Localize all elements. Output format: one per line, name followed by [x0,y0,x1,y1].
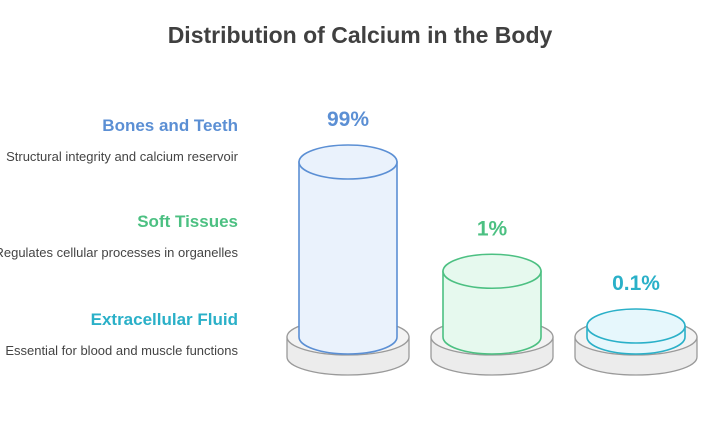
bar-top-soft-tissues [442,253,542,290]
value-label-extracellular: 0.1% [612,272,660,295]
legend-item-soft-tissues: Soft Tissues Regulates cellular processe… [0,212,238,262]
legend-label-extracellular: Extracellular Fluid [90,310,238,329]
legend-item-extracellular: Extracellular Fluid Essential for blood … [0,310,238,360]
bar-top-bones [298,144,398,180]
bar-soft-tissues [442,270,542,355]
legend-desc-extracellular: Essential for blood and muscle functions [5,343,238,358]
chart-title: Distribution of Calcium in the Body [167,22,553,48]
legend-label-bones: Bones and Teeth [102,116,238,135]
legend-desc-bones: Structural integrity and calcium reservo… [6,149,238,164]
bar-bones [298,161,398,355]
bar-top-extracellular [586,308,686,344]
legend-desc-soft-tissues: Regulates cellular processes in organell… [0,245,238,260]
legend-item-bones: Bones and Teeth Structural integrity and… [0,116,238,166]
legend-label-soft-tissues: Soft Tissues [137,212,238,231]
value-label-bones: 99% [327,108,369,131]
value-label-soft-tissues: 1% [477,217,508,240]
